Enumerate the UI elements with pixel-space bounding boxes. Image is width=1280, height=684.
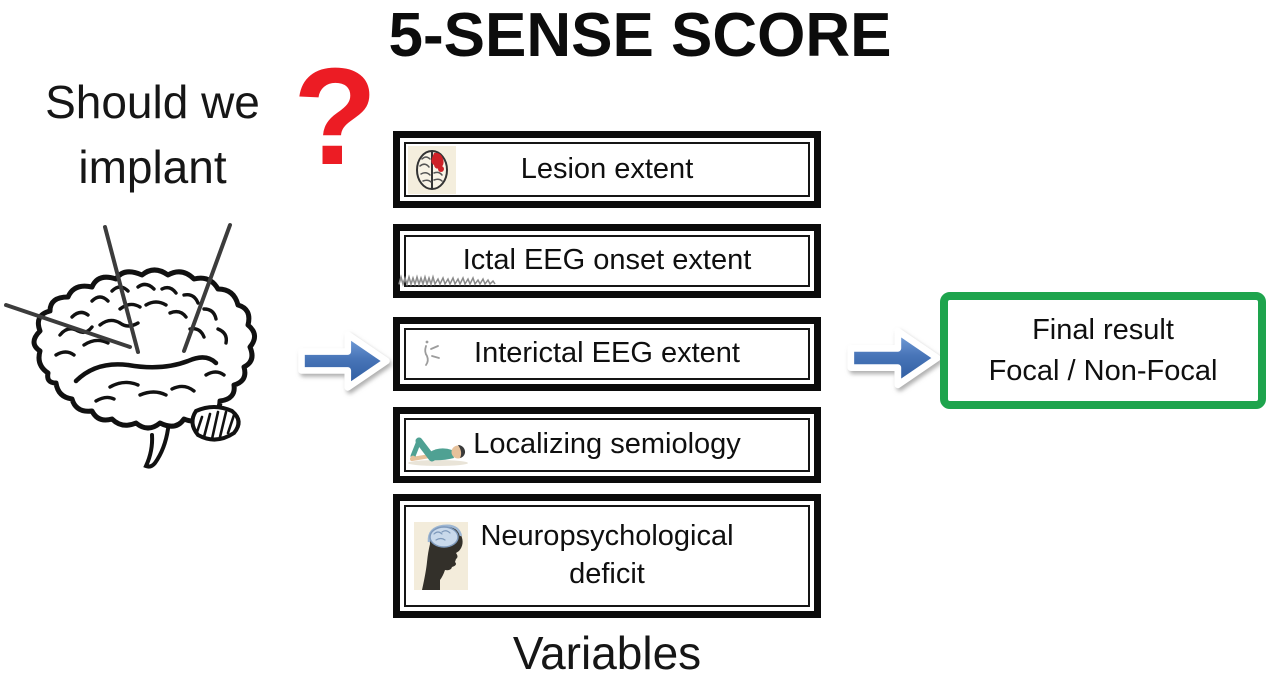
question-mark: ? <box>293 40 378 194</box>
brain-lesion-icon <box>408 145 456 194</box>
variables-caption: Variables <box>512 627 702 679</box>
question-line-1: Should we <box>45 76 260 128</box>
box-label: Ictal EEG onset extent <box>462 244 752 277</box>
brain-diagram-icon <box>4 223 257 469</box>
page-title: 5-SENSE SCORE <box>388 1 892 70</box>
final-result-box: Final result Focal / Non-Focal <box>940 292 1266 409</box>
question-line-2: implant <box>78 141 227 194</box>
question-text: Should we implant <box>0 70 305 201</box>
arrow-right-icon <box>298 331 390 391</box>
result-line-1: Final result <box>1032 313 1174 346</box>
box-interictal-eeg: Interictal EEG extent <box>393 317 821 391</box>
result-line-2: Focal / Non-Focal <box>988 354 1218 387</box>
box-localizing-semiology: Localizing semiology <box>393 407 821 483</box>
box-neuropsychological-deficit: Neuropsychological deficit <box>393 494 821 618</box>
arrow-right-icon <box>847 327 941 389</box>
box-label: Lesion extent <box>520 152 694 185</box>
brain-electrodes-illustration <box>0 205 300 485</box>
electrode-lines <box>4 223 232 354</box>
box-label: Neuropsychological deficit <box>480 520 734 590</box>
box-lesion-extent: Lesion extent <box>393 131 821 208</box>
box-label: Interictal EEG extent <box>474 337 740 370</box>
box-ictal-eeg-onset: Ictal EEG onset extent <box>393 224 821 298</box>
box-label: Localizing semiology <box>473 428 741 461</box>
